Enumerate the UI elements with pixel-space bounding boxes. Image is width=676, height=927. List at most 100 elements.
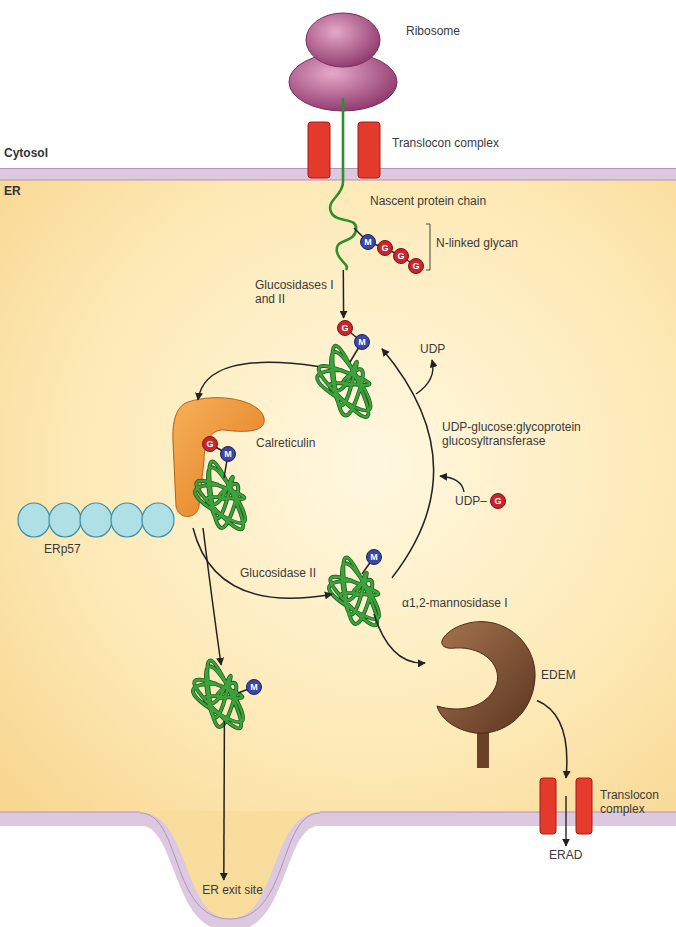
sugar-residue [367,550,382,565]
text-label: N-linked glycan [436,236,518,250]
enzyme-label: Glucosidases I and II [255,278,335,307]
translocon: Translocon complex [538,778,594,834]
er-lumen-band-outline [0,168,676,826]
residue-letter: M [367,550,381,564]
residue-letter: G [338,321,352,335]
protein-fold [195,462,245,530]
exit-bud-membrane [140,819,320,925]
protein-fold [329,558,379,626]
text-label: UDP [420,342,445,356]
sugar-residue [247,680,262,695]
cytosol-fill [0,0,676,168]
er-membrane-line [0,168,676,169]
calreticulin-complex-outline [168,400,268,528]
sugar-residue [378,241,393,256]
text-label: Translocon complex [600,788,676,817]
glycoprotein: M [332,548,392,614]
text-label: Translocon complex [392,136,499,150]
protein-fold [317,346,370,417]
protein-fold [193,661,243,729]
text-label: Cytosol [4,146,48,160]
text-label: Calreticulin [256,436,315,450]
translocon: Translocon complex [304,122,384,178]
nascent-chain-outline [330,178,425,270]
translocon-channel [308,122,330,178]
sugar-residue [394,249,409,264]
translocon-outline [538,778,594,834]
exit-site-label: ER exit site [170,880,295,902]
edem-outline [425,618,537,768]
glycoprotein: M [198,665,264,721]
pathway-arrow [193,528,332,598]
residue-letter: M [247,680,261,694]
nascent-chain: Nascent protein chainN-linked glycanMGGG [330,178,425,270]
glycoprotein-outline [198,665,264,721]
erad-arrow [565,796,566,846]
glucose-circle [491,494,506,509]
pathway-arrow [198,362,318,400]
residue-letter: G [491,494,505,508]
erp57: ERp57 [18,498,168,558]
translocon-channel [576,778,592,834]
er-membrane [0,812,676,826]
er-lumen-band: ERNascent protein chainN-linked glycanMG… [0,168,676,826]
protein-fold-shadow [317,346,370,417]
er-membrane [0,168,676,180]
pathway-arrow [203,528,221,665]
pathway-arrow [374,614,425,663]
cytosol-band: Cytosol Ribosome [0,0,676,168]
text-label: Nascent protein chain [370,194,486,208]
sugar-residue [203,437,218,452]
calreticulin-complex: CalreticulinGM [168,400,268,528]
residue-letter: M [221,447,235,461]
sugar-residue [355,335,370,350]
exit-bud-membrane-line [140,813,320,919]
protein-fold-shadow [195,462,245,530]
edem-stem [477,728,489,768]
erp57-domain [80,503,112,537]
residue-letter: G [378,241,392,255]
pathway-arrow [382,349,434,578]
text-label: Ribosome [406,24,460,38]
sugar-residue [338,321,353,336]
text-label: ERAD [549,848,582,862]
erp57-domain [49,503,81,537]
protein-fold-shadow [329,558,379,626]
text-label: ER [4,184,21,198]
enzyme-label: Glucosidase II [240,566,316,580]
protein-fold-shadow [193,661,243,729]
text-label: EDEM [541,668,576,682]
glycoprotein-outline [318,318,382,406]
residue-letter: G [409,259,423,273]
erp57-domain [111,503,143,537]
edem: EDEM [425,618,537,768]
erp57-domain [142,503,174,537]
enzyme-label: UDP-glucose:glycoprotein glucosyltransfe… [442,420,607,449]
translocon-channel [540,778,556,834]
sugar-residue [409,259,424,274]
translocon-outline [304,122,384,178]
residue-letter: M [355,335,369,349]
nascent-chain-line [330,98,356,270]
exit-bud-lumen [140,811,320,925]
residue-letter: G [203,437,217,451]
er-lumen-fill [0,168,676,826]
erp57-outline [18,498,168,558]
glycoprotein: GM [318,318,382,406]
enzyme-label: α1,2-mannosidase I [402,596,508,610]
translocon-channel [358,122,380,178]
ribosome: Ribosome [288,10,398,112]
er-membrane-line [0,180,676,181]
erp57-domain [18,503,50,537]
sugar-residue [361,235,376,250]
residue-letter: G [394,249,408,263]
pathway-arrow [223,721,225,880]
text-label: ER exit site [170,883,295,897]
er-membrane-line [0,812,676,813]
ribosome-small-subunit [306,13,380,67]
text-label: UDP– [455,494,487,508]
ribosome-outline [288,10,398,112]
pathway-arrow [343,270,345,318]
